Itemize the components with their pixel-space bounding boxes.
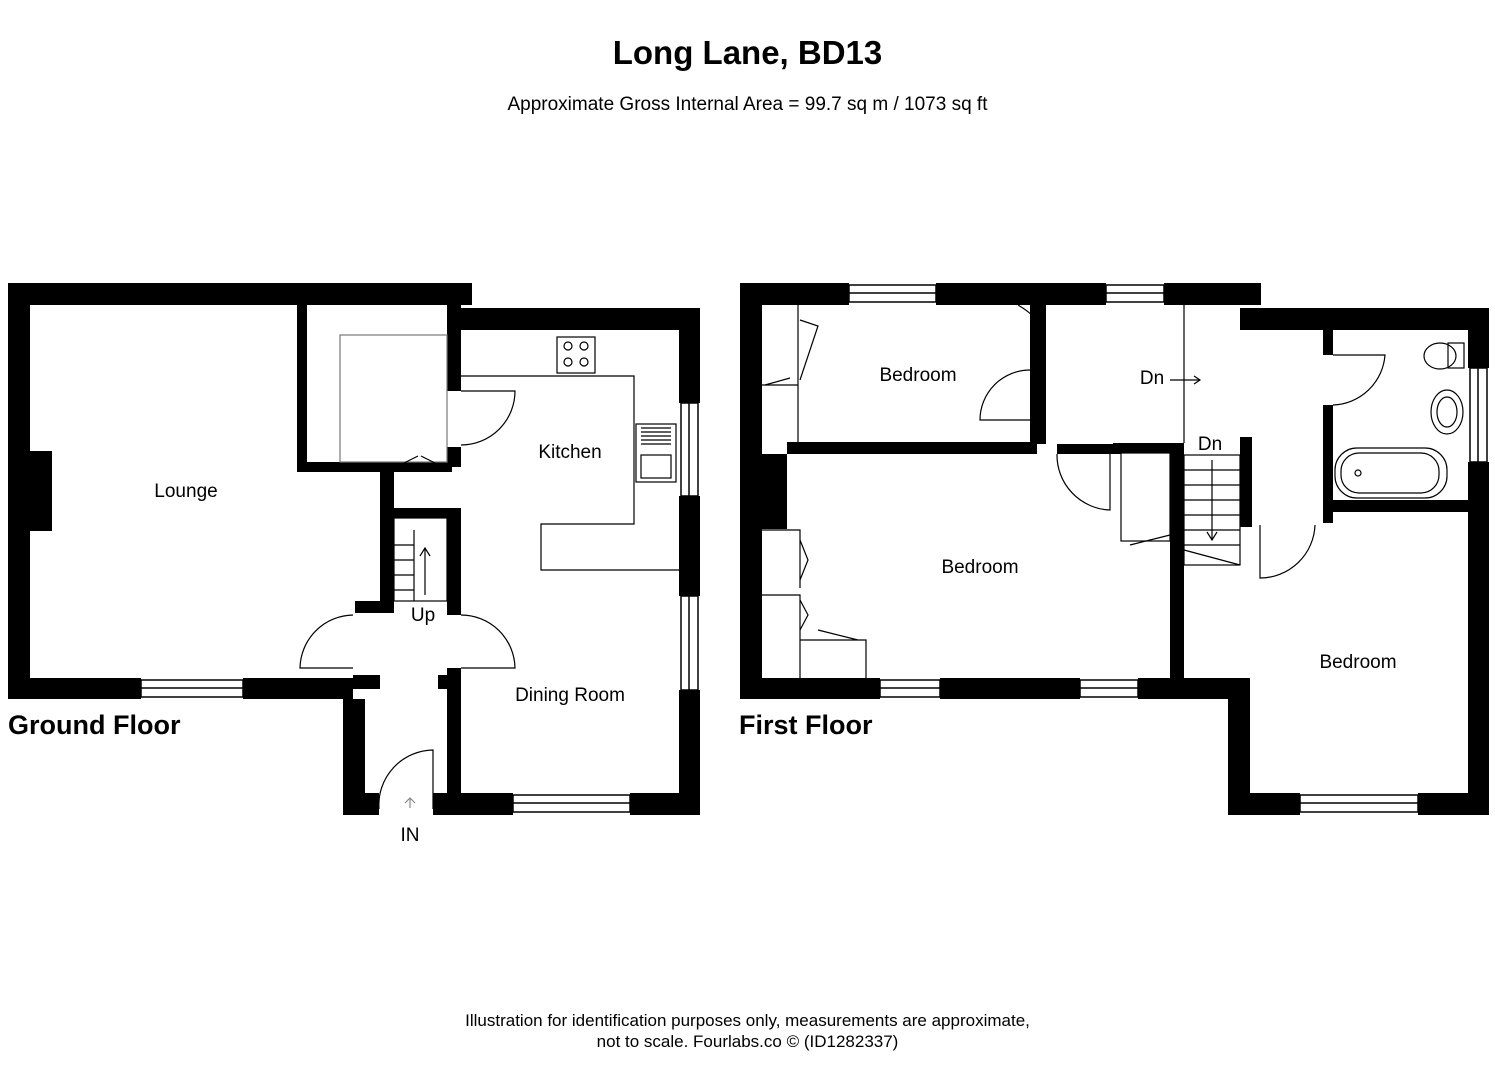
ground-floor-label: Ground Floor xyxy=(8,710,181,740)
disclaimer-line-1: Illustration for identification purposes… xyxy=(465,1011,1030,1030)
gross-area-text: Approximate Gross Internal Area = 99.7 s… xyxy=(507,94,988,115)
disclaimer-footer: Illustration for identification purposes… xyxy=(0,1010,1495,1052)
room-label-bedroom-right: Bedroom xyxy=(1319,652,1396,673)
room-label-bedroom-middle: Bedroom xyxy=(941,557,1018,578)
entrance-label: IN xyxy=(401,825,420,846)
ground-floor-windows xyxy=(140,402,699,813)
first-floor-windows xyxy=(848,284,1488,813)
ground-floor-walls xyxy=(8,283,700,815)
stairs-up-label: Up xyxy=(411,605,435,626)
room-label-bedroom-top: Bedroom xyxy=(879,365,956,386)
landing-down-label: Dn xyxy=(1140,368,1164,389)
ground-floor-fittings xyxy=(299,334,679,810)
first-floor-label: First Floor xyxy=(739,710,873,740)
room-label-dining-room: Dining Room xyxy=(515,685,625,706)
first-floor-walls xyxy=(740,283,1489,815)
stairs-down-label: Dn xyxy=(1198,434,1222,455)
disclaimer-line-2: not to scale. Fourlabs.co © (ID1282337) xyxy=(596,1032,899,1051)
first-floor-fittings xyxy=(762,304,1465,678)
room-label-kitchen: Kitchen xyxy=(538,442,601,463)
plan-title: Long Lane, BD13 xyxy=(612,34,883,71)
room-label-lounge: Lounge xyxy=(154,481,217,502)
